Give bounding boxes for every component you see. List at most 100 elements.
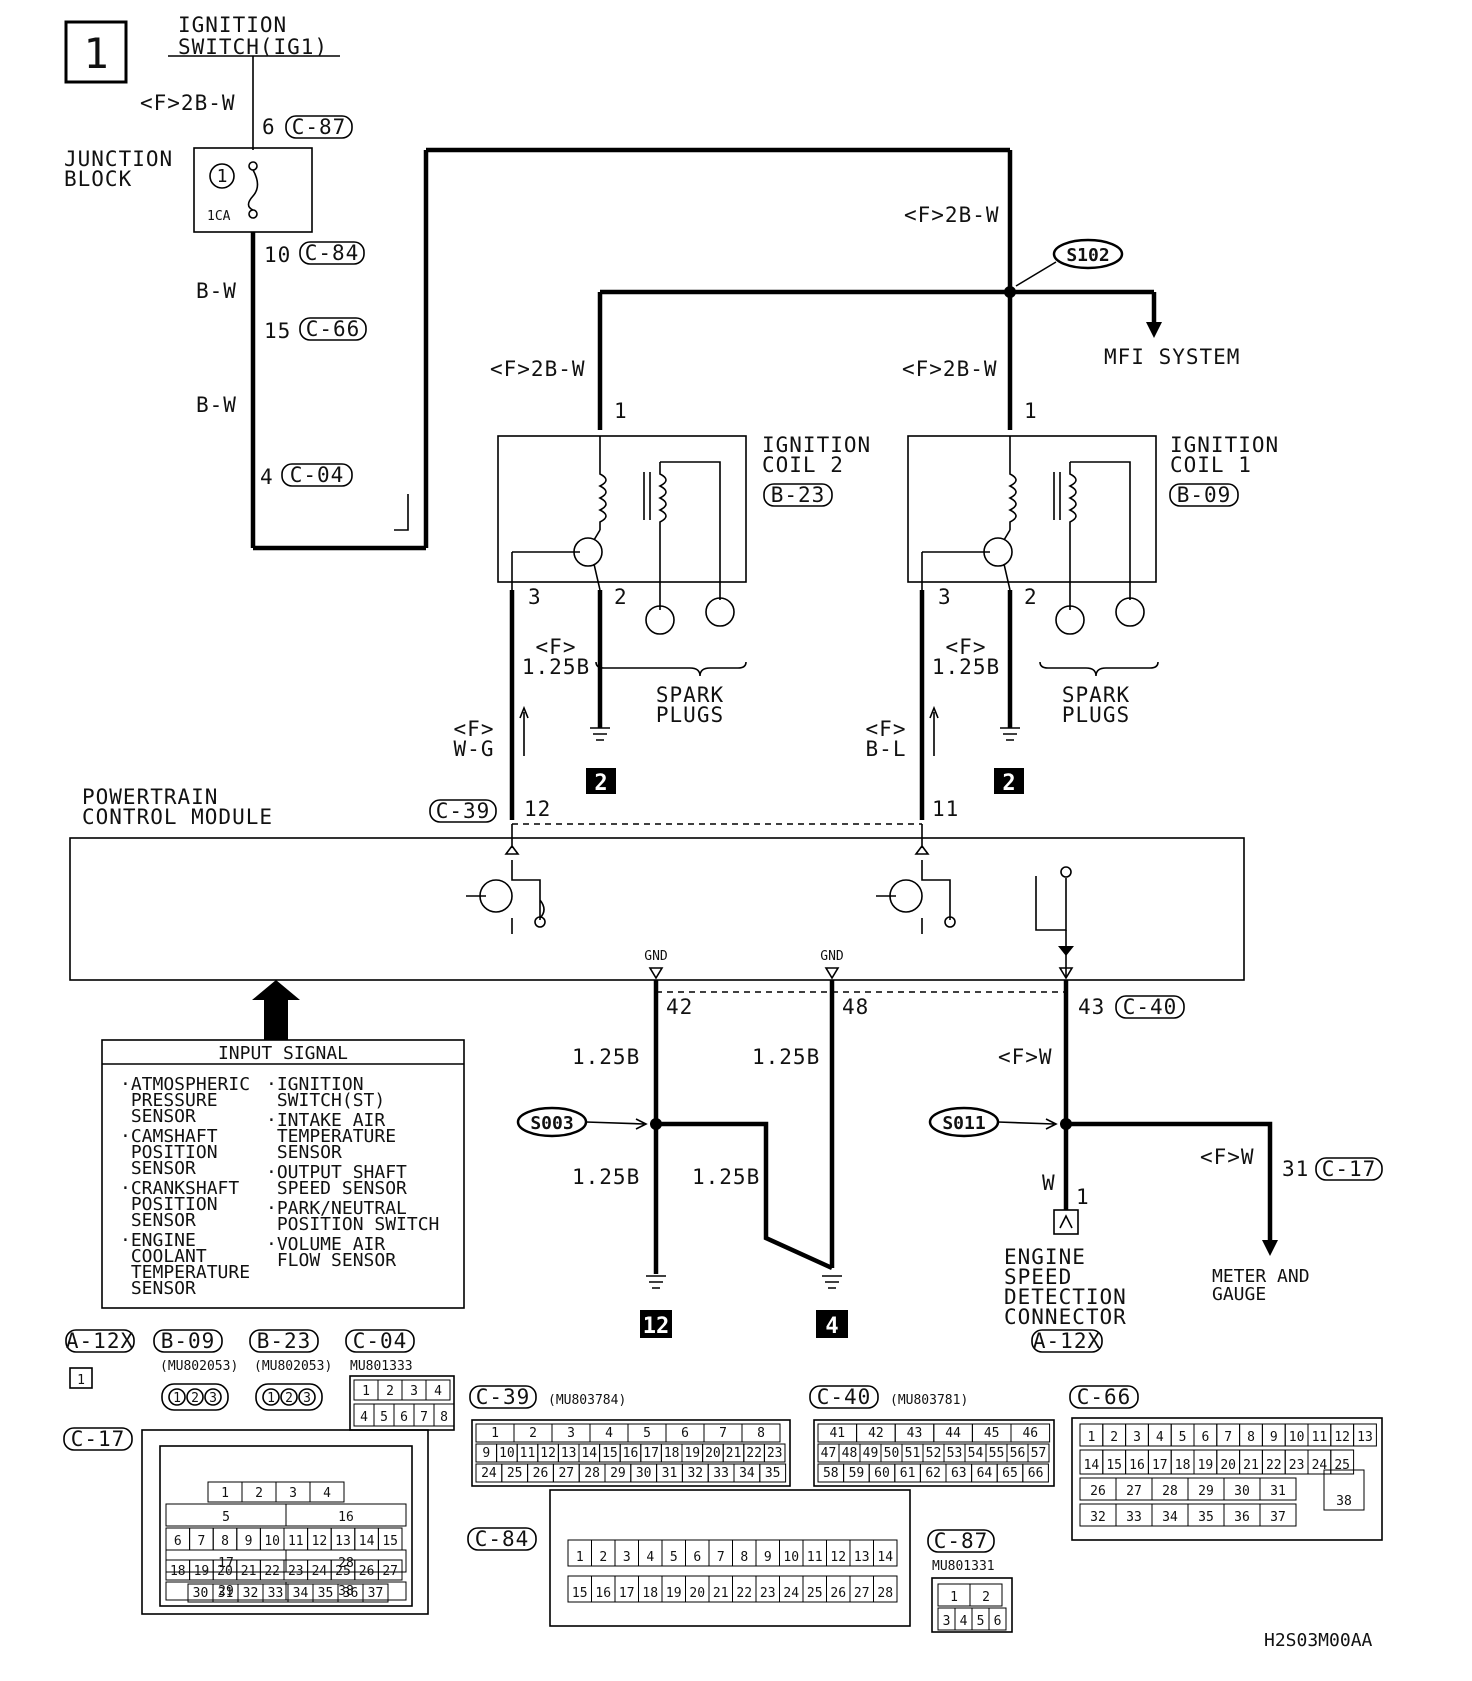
c04-part-number: MU801333 — [350, 1359, 413, 1374]
wire-label-2bw-coil1: <F>2B-W — [902, 357, 998, 381]
c40-pin-label: 41 — [829, 1426, 845, 1441]
wire-label-125b-2: 1.25B — [752, 1045, 820, 1069]
text-line: <F> — [946, 635, 987, 659]
text-line: SENSOR — [120, 1278, 196, 1299]
c39-face-label: C-39 — [476, 1385, 531, 1409]
text-line: CONNECTOR — [1004, 1305, 1127, 1329]
c66-pin-label: 35 — [1198, 1510, 1214, 1525]
wire-label-fw-2: <F>W — [1200, 1145, 1255, 1169]
b23-pin-label: 3 — [303, 1391, 311, 1406]
b23-pin-label: 2 — [285, 1391, 293, 1406]
text-line: CONTROL MODULE — [82, 805, 273, 829]
pin-15: 15 — [264, 319, 291, 343]
c40-pin-label: 63 — [951, 1466, 967, 1481]
c84-pin-label: 27 — [854, 1586, 870, 1601]
c40-pin-label: 54 — [968, 1446, 984, 1461]
c17-pin-label: 3 — [289, 1486, 297, 1501]
text-line: SWITCH(ST) — [266, 1090, 385, 1111]
wire-label-bw-2: B-W — [196, 393, 237, 417]
c17-pin-label: 24 — [312, 1564, 328, 1579]
b09-pin-label: 2 — [191, 1391, 199, 1406]
c84-pin-label: 6 — [693, 1550, 701, 1565]
c04-pin-label: 6 — [400, 1410, 408, 1425]
c66-pin-label: 33 — [1126, 1510, 1142, 1525]
c04-pin-label: 2 — [386, 1384, 394, 1399]
c39-pin-label: 31 — [662, 1466, 678, 1481]
c66-pin-label: 4 — [1156, 1430, 1164, 1445]
input-signal-item: ·PARK/NEUTRAL POSITION SWITCH — [266, 1198, 439, 1235]
c17-pin-label: 10 — [264, 1534, 280, 1549]
connector-c84-tag: C-84 — [305, 241, 360, 265]
c04-pin-label: 4 — [434, 1384, 442, 1399]
c39-pin-label: 30 — [636, 1466, 652, 1481]
b09-part-number: (MU802053) — [160, 1359, 238, 1374]
coil-outputs: <F>1.25B <F>1.25B <F>W-G <F>B-L 2 2 C-39… — [429, 590, 1024, 825]
c17-pin-label: 15 — [382, 1534, 398, 1549]
c84-pin-label: 23 — [760, 1586, 776, 1601]
input-signal-item: ·ENGINE COOLANT TEMPERATURE SENSOR — [120, 1230, 250, 1299]
c66-pin-label: 23 — [1289, 1458, 1305, 1473]
b23-pin — [280, 1388, 298, 1406]
c04-cell — [425, 1379, 451, 1401]
c84-pin-label: 20 — [689, 1586, 705, 1601]
text-line: GAUGE — [1212, 1284, 1266, 1305]
c84-pin-label: 9 — [764, 1550, 772, 1565]
c66-pin-label: 31 — [1270, 1484, 1286, 1499]
c84-pin-label: 25 — [807, 1586, 823, 1601]
c66-pin-label: 22 — [1266, 1458, 1282, 1473]
c40-pin-label: 45 — [984, 1426, 1000, 1441]
bw-feed: 10 C-84 B-W 15 C-66 B-W 4 C-04 — [196, 147, 1010, 551]
text-line: 1.25B — [522, 655, 590, 679]
c17-cell — [362, 1583, 389, 1603]
page-number-box: 1 — [64, 20, 128, 84]
c39-cell — [759, 1463, 787, 1483]
c17-pin-label: 2 — [255, 1486, 263, 1501]
c40-cell — [1010, 1423, 1051, 1443]
c84-cell — [873, 1575, 898, 1603]
text-line: BLOCK — [64, 167, 132, 191]
b23-pin-label: 1 — [267, 1391, 275, 1406]
text-line: ·OUTPUT SHAFT — [266, 1162, 407, 1183]
text-line: FLOW SENSOR — [266, 1250, 396, 1271]
c84-pin-label: 4 — [646, 1550, 654, 1565]
c40-pin-label: 42 — [868, 1426, 884, 1441]
wire-label-125b-coil1: <F>1.25B — [932, 635, 1000, 679]
c84-pin-label: 28 — [877, 1586, 893, 1601]
c40-pin-label: 57 — [1031, 1446, 1047, 1461]
c84-pin-label: 3 — [623, 1550, 631, 1565]
c84-pin-label: 8 — [740, 1550, 748, 1565]
input-signal-item: ·INTAKE AIR TEMPERATURE SENSOR — [266, 1110, 396, 1163]
c40-pin-label: 64 — [977, 1466, 993, 1481]
c39-pin-label: 2 — [529, 1426, 537, 1441]
c40-pin-label: 65 — [1002, 1466, 1018, 1481]
c39-pin-label: 35 — [765, 1466, 781, 1481]
c66-pin-label: 11 — [1312, 1430, 1328, 1445]
a12x-face-label: A-12X — [66, 1329, 134, 1353]
c17-pin-label: 38 — [338, 1584, 354, 1599]
ground-2-b: 2 — [1002, 771, 1015, 796]
c66-cell — [1353, 1423, 1377, 1447]
wire-label-2bw-s102: <F>2B-W — [904, 203, 1000, 227]
c17-pin-label: 26 — [359, 1564, 375, 1579]
fuse-number: 1 — [217, 166, 228, 187]
c40-pin-label: 66 — [1028, 1466, 1044, 1481]
c04-pin-label: 3 — [410, 1384, 418, 1399]
text-line: <F> — [866, 717, 907, 741]
c17-pin-label: 33 — [268, 1586, 284, 1601]
c66-pin-label: 6 — [1201, 1430, 1209, 1445]
c39-pin-label: 25 — [507, 1466, 523, 1481]
engine-speed-circuit: 43 C-40 <F>W S011 <F>W W 1 31 C-17 ENGIN… — [928, 980, 1383, 1353]
input-signal-item: ·CAMSHAFT POSITION SENSOR — [120, 1126, 218, 1179]
c40-face-label: C-40 — [817, 1385, 872, 1409]
c66-pin-label: 12 — [1334, 1430, 1350, 1445]
c87-pin-label: 6 — [994, 1614, 1002, 1629]
c87-pin-label: 1 — [950, 1590, 958, 1605]
c39-pin-label: 8 — [757, 1426, 765, 1441]
c87-face-label: C-87 — [934, 1529, 989, 1553]
c39-pin-label: 13 — [561, 1446, 577, 1461]
